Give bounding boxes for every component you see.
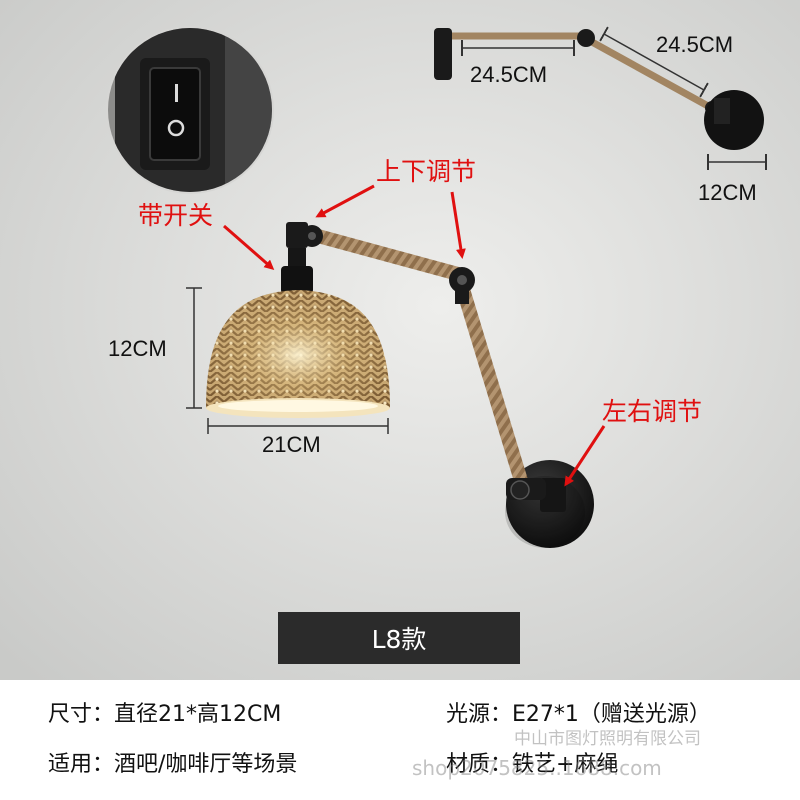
switch-annotation: 带开关	[138, 201, 214, 230]
spec-material: 材质：铁艺+麻绳	[446, 752, 619, 777]
horizontal-adjust-annotation: 左右调节	[602, 397, 703, 426]
main-lamp	[186, 222, 594, 548]
mini-base-dimension: 12CM	[698, 180, 757, 205]
mini-lamp-diagram	[434, 26, 767, 170]
vertical-adjust-annotation: 上下调节	[376, 157, 477, 186]
mini-arm-2-dimension: 24.5CM	[656, 32, 734, 57]
spec-usage: 适用：酒吧/咖啡厅等场景	[48, 752, 298, 777]
switch-inset	[106, 26, 274, 194]
model-label: L8款	[278, 612, 520, 664]
rocker-switch-icon	[140, 58, 210, 170]
watermark-shop: shop2075825..1688.com	[412, 756, 662, 780]
spec-size: 尺寸：直径21*高12CM	[48, 702, 282, 727]
mini-arm-1-dimension: 24.5CM	[470, 62, 548, 87]
spec-light-source: 光源：E27*1（赠送光源）	[446, 702, 711, 727]
shade-height-dimension: 12CM	[108, 336, 167, 361]
watermark-company: 中山市图灯照明有限公司	[514, 729, 701, 749]
arrow-icon	[223, 184, 606, 487]
shade-width-dimension: 21CM	[262, 432, 321, 457]
